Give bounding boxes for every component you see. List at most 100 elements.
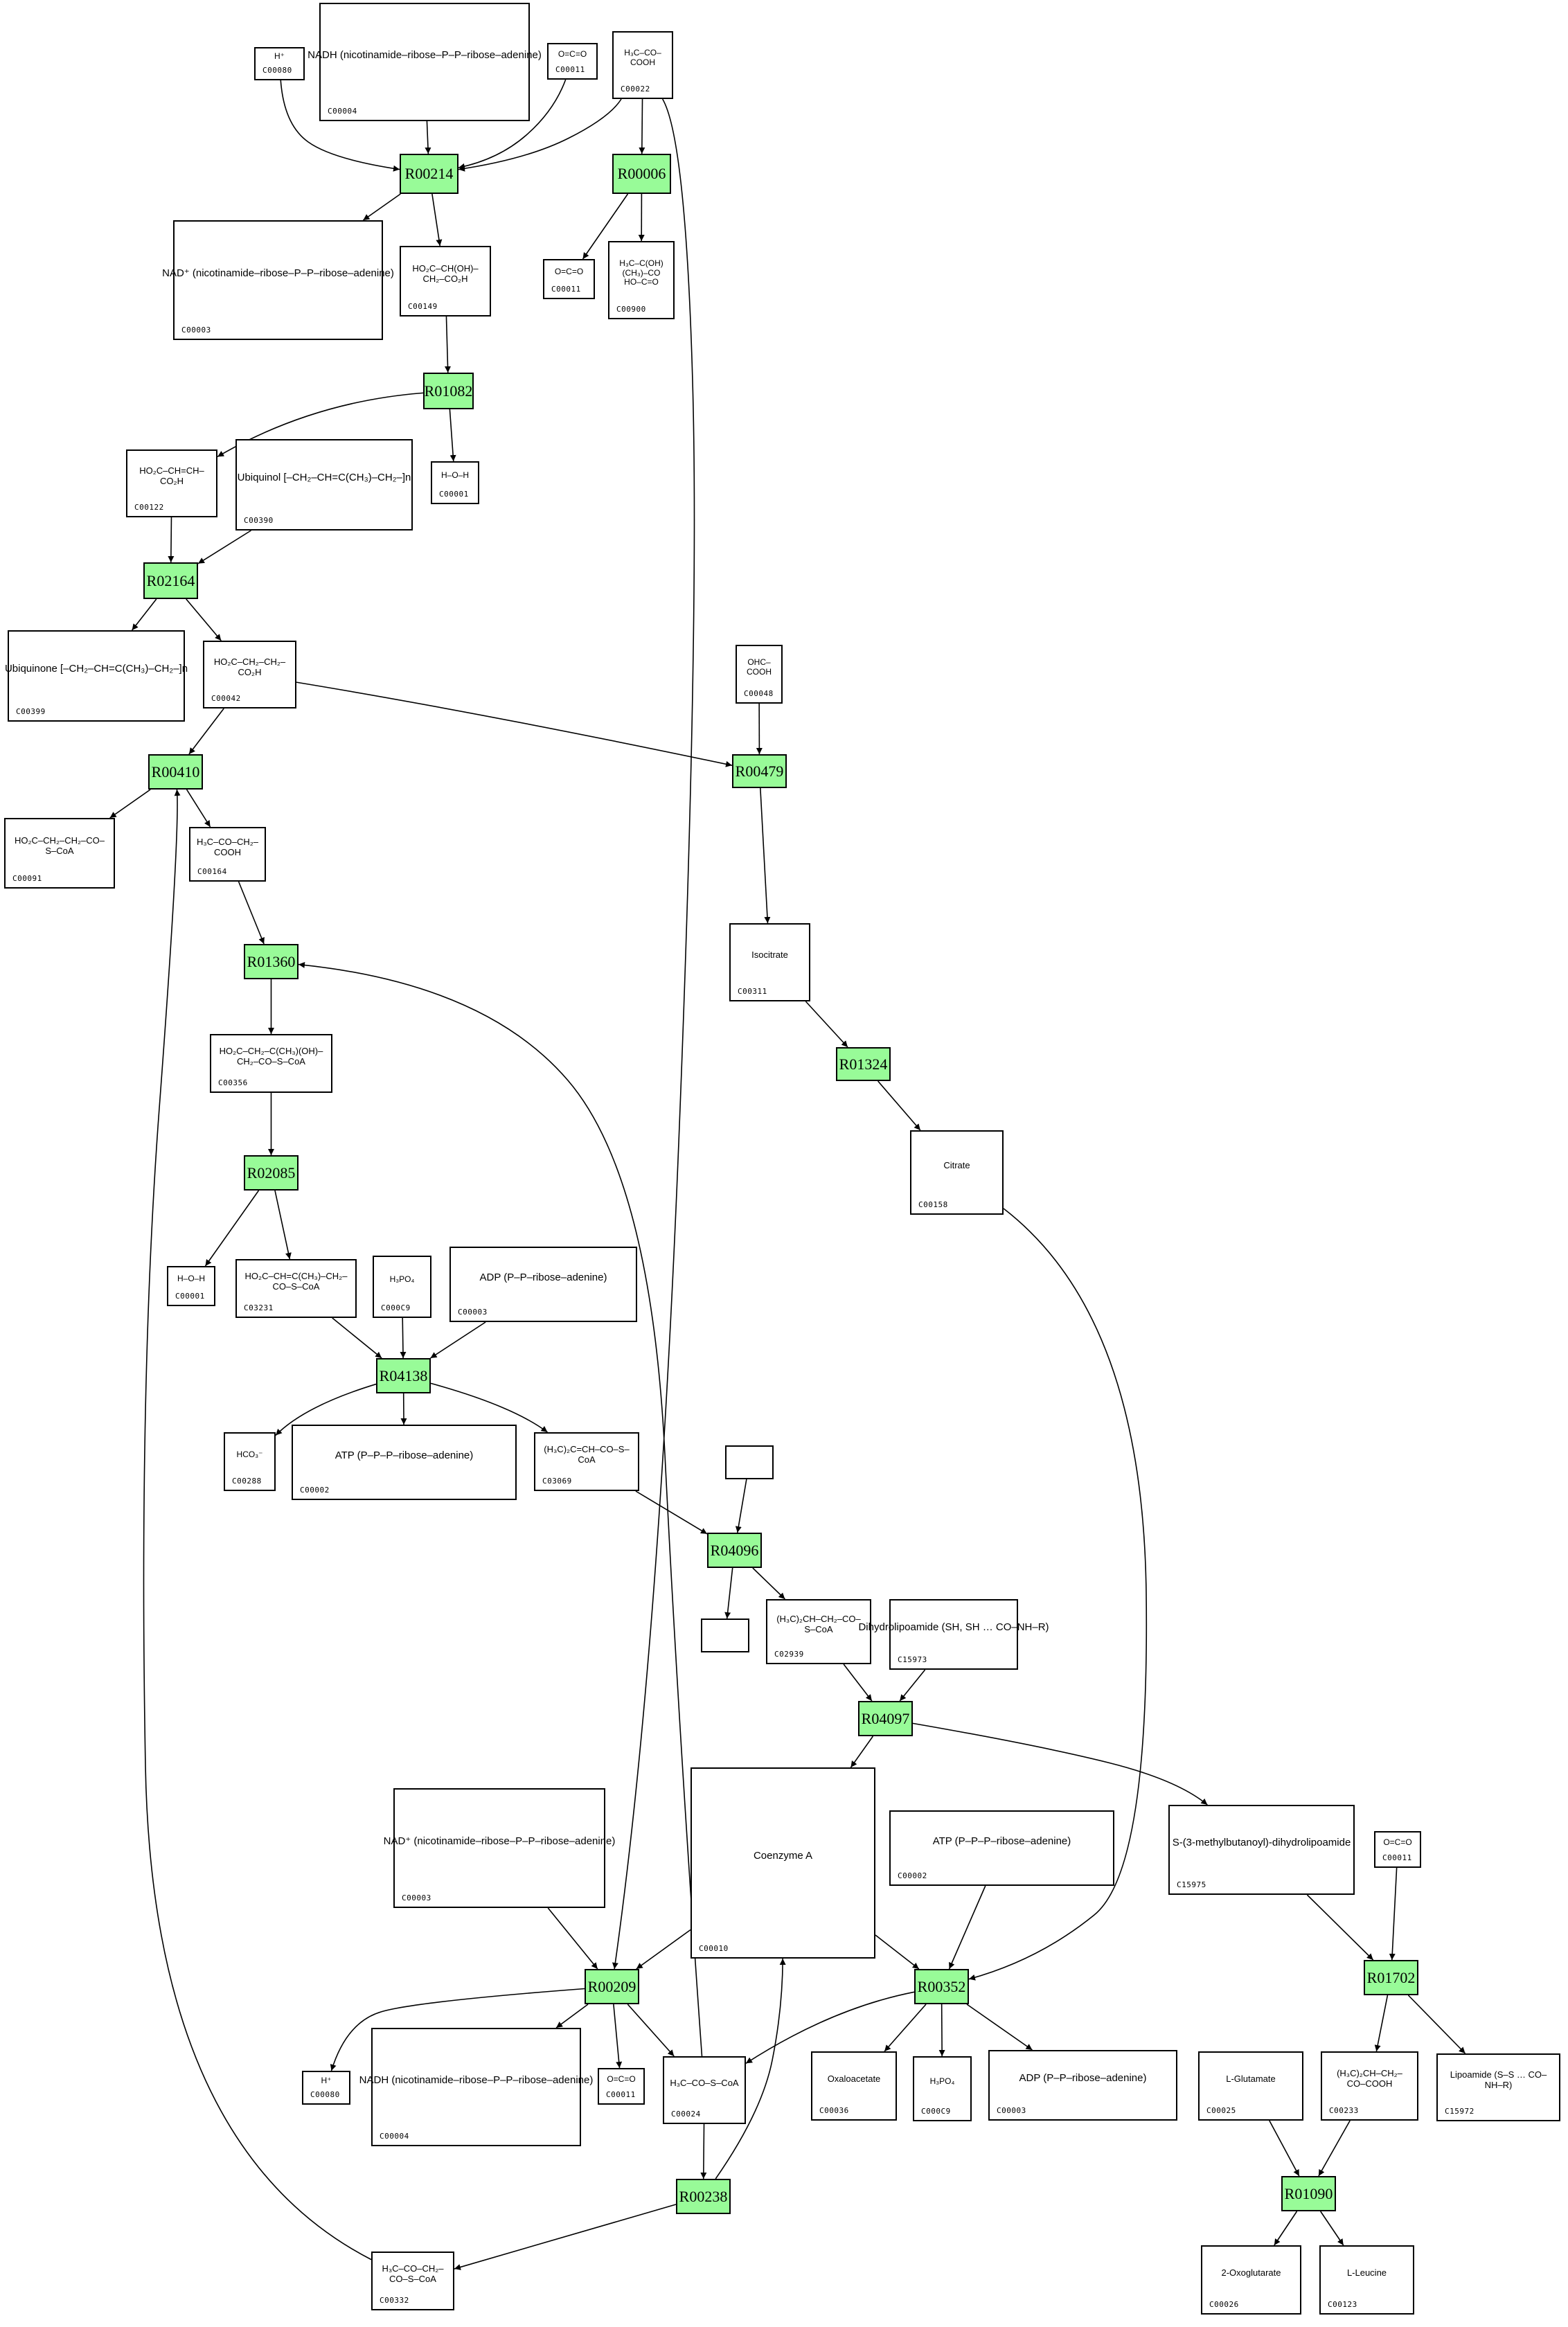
reaction-node-r02085[interactable]: R02085: [244, 1155, 299, 1191]
reaction-node-r00214[interactable]: R00214: [400, 154, 458, 194]
compound-id-label: C03231: [244, 1303, 274, 1312]
compound-node-c00003[interactable]: NAD⁺ (nicotinamide–ribose–P–P–ribose–ade…: [162, 220, 394, 340]
compound-node-c00080[interactable]: H⁺C00080: [302, 2071, 350, 2105]
compound-node-c15972[interactable]: Lipoamide (S–S … CO–NH–R)C15972: [1436, 2053, 1560, 2121]
edge-n_R00209-to-c_nadh_b: [555, 2004, 589, 2029]
structure-image: H⁺: [274, 51, 285, 62]
structure-image: ATP (P–P–P–ribose–adenine): [932, 1835, 1071, 1847]
structure-image: H₃C–CO–CH₂–COOH: [196, 836, 259, 857]
structure-image: H₃C–C(OH)(CH₃)–CO HO–C=O: [619, 258, 663, 287]
edge-n_R02164-to-c_ubiquinone: [131, 598, 157, 631]
reaction-label: R00410: [151, 763, 200, 781]
compound-node-c00003[interactable]: ADP (P–P–ribose–adenine)C00003: [449, 1247, 637, 1322]
compound-node-c00004[interactable]: NADH (nicotinamide–ribose–P–P–ribose–ade…: [359, 2028, 593, 2146]
compound-id-label: C00390: [244, 516, 274, 525]
reaction-node-r00479[interactable]: R00479: [732, 754, 787, 788]
edge-c_nad_b-to-n_R00209: [547, 1907, 598, 1970]
reaction-node-r01082[interactable]: R01082: [423, 373, 474, 409]
compound-node-c00080[interactable]: H⁺C00080: [254, 47, 305, 80]
reaction-node-r00352[interactable]: R00352: [914, 1969, 969, 2004]
compound-node-c00288[interactable]: HCO₃⁻C00288: [224, 1432, 276, 1491]
reaction-node-r01360[interactable]: R01360: [244, 944, 299, 979]
reaction-node-r04096[interactable]: R04096: [707, 1533, 762, 1568]
reaction-node-r01324[interactable]: R01324: [836, 1047, 891, 1081]
reaction-node-r04097[interactable]: R04097: [858, 1701, 913, 1736]
compound-id-label: C00158: [918, 1200, 948, 1209]
compound-node-c00003[interactable]: NAD⁺ (nicotinamide–ribose–P–P–ribose–ade…: [384, 1788, 615, 1908]
structure-image: H₃C–CO–CH₂–CO–S–CoA: [382, 2263, 444, 2284]
edge-n_R00238-to-c_coa: [715, 1958, 786, 2179]
compound-id-label: C15973: [898, 1655, 927, 1664]
compound-node-empty[interactable]: [725, 1445, 774, 1479]
compound-node-c00002[interactable]: ATP (P–P–P–ribose–adenine)C00002: [292, 1425, 517, 1500]
edge-c_ubiquinol-to-n_R02164: [197, 530, 251, 564]
structure-image: HO₂C–CH(OH)–CH₂–CO₂H: [412, 263, 479, 284]
structure-image: S-(3-methylbutanoyl)-dihydrolipoamide: [1172, 1837, 1351, 1849]
compound-id-label: C00004: [380, 2132, 409, 2141]
reaction-node-r01702[interactable]: R01702: [1364, 1960, 1418, 1995]
edge-n_R00209-to-c_acetylcoa: [627, 2004, 675, 2057]
structure-image: HO₂C–CH₂–CH₂–CO–S–CoA: [15, 835, 105, 856]
edge-c_c15973-to-n_R04097: [899, 1669, 926, 1702]
edge-n_R00352-to-c_acetylcoa: [745, 1991, 915, 2064]
structure-image: 2-Oxoglutarate: [1221, 2267, 1281, 2278]
reaction-node-r02164[interactable]: R02164: [143, 562, 198, 599]
structure-image: NADH (nicotinamide–ribose–P–P–ribose–ade…: [308, 48, 542, 61]
reaction-node-r00410[interactable]: R00410: [148, 754, 203, 790]
compound-node-c00004[interactable]: NADH (nicotinamide–ribose–P–P–ribose–ade…: [308, 3, 542, 121]
compound-id-label: C00003: [458, 1308, 488, 1317]
compound-node-c00002[interactable]: ATP (P–P–P–ribose–adenine) C00002: [889, 1810, 1114, 1886]
structure-image: HCO₃⁻: [236, 1449, 263, 1459]
reaction-node-r00238[interactable]: R00238: [676, 2179, 731, 2214]
reaction-label: R01702: [1366, 1968, 1416, 1986]
compound-id-label: C00024: [671, 2110, 701, 2119]
compound-node-empty[interactable]: [701, 1619, 749, 1652]
compound-node-c15973[interactable]: Dihydrolipoamide (SH, SH … CO–NH–R)C1597…: [858, 1599, 1049, 1670]
edge-n_R01082-to-c_h2o_a: [449, 409, 456, 462]
compound-id-label: C00026: [1209, 2300, 1239, 2309]
reaction-node-r01090[interactable]: R01090: [1281, 2176, 1336, 2211]
edge-c_pi_a-to-n_R04138: [400, 1317, 407, 1359]
compound-node-c00003[interactable]: ADP (P–P–ribose–adenine)C00003: [988, 2050, 1177, 2121]
reaction-node-r00209[interactable]: R00209: [585, 1969, 639, 2004]
compound-id-label: C00011: [551, 285, 581, 294]
compound-id-label: C00001: [439, 490, 469, 499]
reaction-node-r04138[interactable]: R04138: [376, 1358, 431, 1393]
compound-id-label: C00002: [898, 1871, 927, 1880]
compound-id-label: C00122: [134, 503, 164, 512]
reaction-node-r00006[interactable]: R00006: [612, 154, 671, 194]
